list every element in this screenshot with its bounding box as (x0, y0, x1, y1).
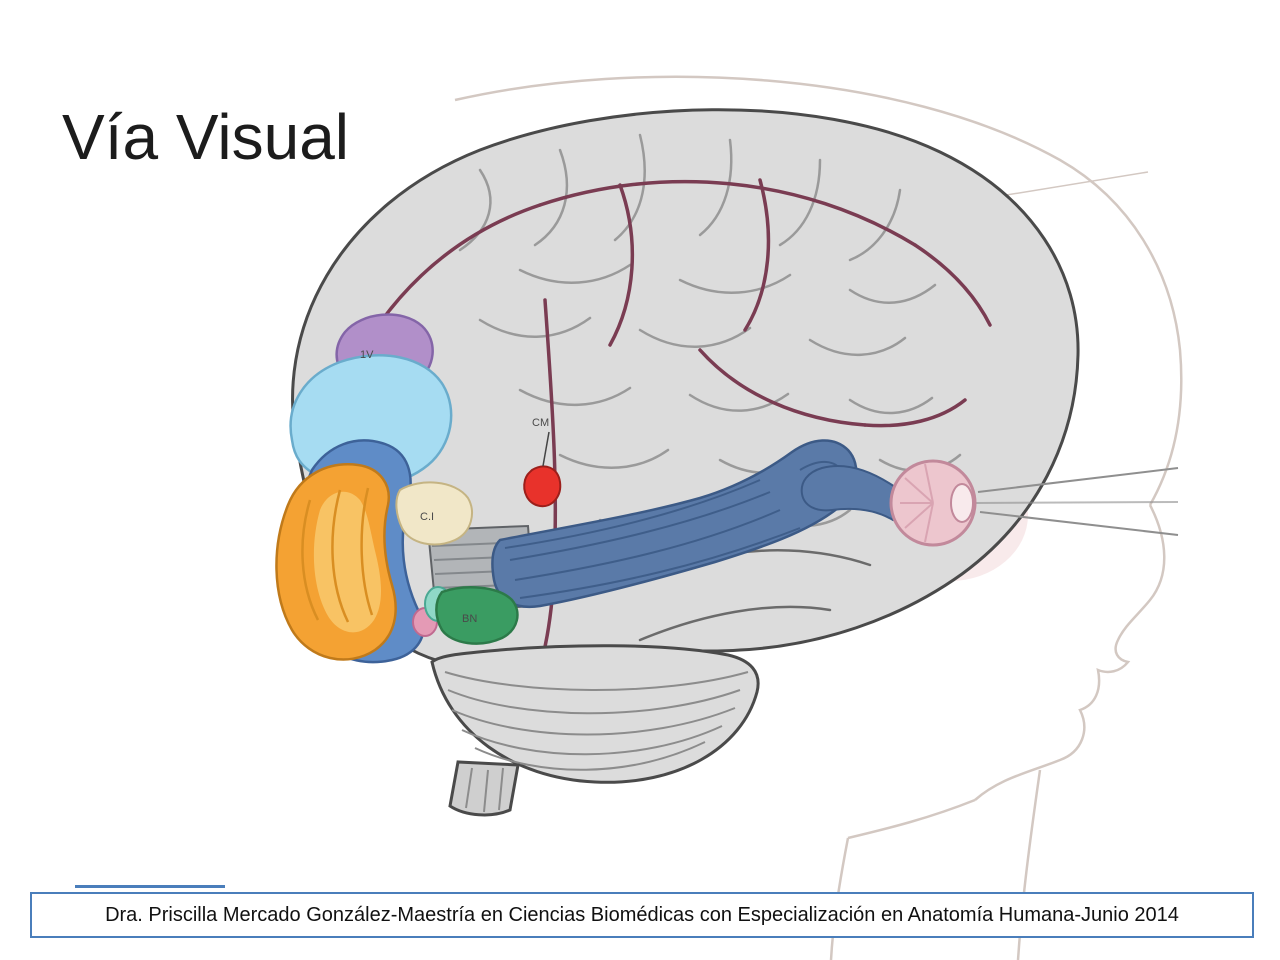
region-orange-light (313, 491, 381, 633)
region-red (523, 465, 562, 508)
visual-cortex-regions: 1V C.I BN CM (275, 313, 562, 664)
light-rays-lines (974, 467, 1179, 536)
region-cream (395, 481, 473, 546)
footer-credit: Dra. Priscilla Mercado González-Maestría… (30, 892, 1254, 938)
region-green (435, 586, 519, 645)
optic-radiation (491, 439, 900, 609)
slide-title: Vía Visual (62, 101, 349, 173)
eye (889, 459, 1179, 547)
red-leader-line (542, 431, 550, 467)
label-purple-area: 1V (360, 349, 374, 361)
footer-credit-text: Dra. Priscilla Mercado González-Maestría… (105, 903, 1179, 926)
eye-lens (950, 483, 974, 523)
label-green-area: BN (462, 613, 477, 625)
brainstem (448, 760, 520, 817)
label-red-structure: CM (532, 417, 549, 429)
label-cream-area: C.I (420, 511, 434, 523)
footer-accent-line (75, 885, 225, 888)
cerebellum (430, 644, 760, 784)
